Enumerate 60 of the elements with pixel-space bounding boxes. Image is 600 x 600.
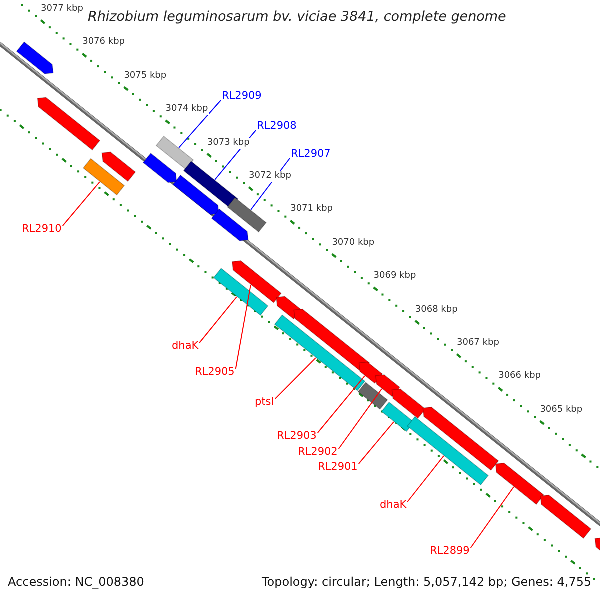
gene-feature [540, 494, 592, 539]
diagram-title: Rhizobium leguminosarum bv. viciae 3841, complete genome [88, 11, 506, 24]
gene-feature [156, 136, 194, 170]
tick-label: 3076 kbp [82, 37, 126, 48]
gene-label: RL2907 [291, 149, 331, 160]
gene-feature [422, 406, 500, 471]
leader-line [317, 376, 366, 434]
tick-label: 3070 kbp [331, 238, 376, 249]
leader-line [199, 296, 238, 344]
leader-line [274, 358, 316, 400]
gene-label: dhaK [380, 500, 407, 510]
gene-label: RL2908 [257, 121, 297, 132]
tick-label: 3071 kbp [290, 204, 334, 216]
gene-feature [213, 268, 269, 316]
gene-feature [183, 161, 239, 209]
gene-feature [227, 197, 267, 233]
gene-feature [211, 208, 249, 242]
tick-label: 3066 kbp [498, 371, 542, 382]
gene-label: RL2903 [277, 431, 317, 442]
gene-feature [232, 260, 282, 304]
genome-stats-text: Topology: circular; Length: 5,057,142 bp; Genes: 4,755 [262, 576, 592, 588]
tick-label: 3068 kbp [414, 304, 459, 316]
gene-label: RL2909 [222, 91, 262, 102]
tick-label: 3069 kbp [372, 271, 418, 282]
tick-label: 3077 kbp [40, 4, 84, 15]
leader-line [235, 284, 252, 370]
tick-label: 3065 kbp [539, 404, 584, 416]
gene-feature [407, 416, 489, 486]
gene-feature [294, 308, 370, 373]
gene-feature [358, 362, 384, 384]
tick-label: 3067 kbp [456, 338, 500, 349]
tick-label: 3074 kbp [164, 104, 210, 116]
gene-feature [274, 314, 366, 392]
leader-line [338, 388, 382, 450]
gene-feature [82, 158, 126, 196]
gene-feature [495, 462, 545, 506]
leader-line [358, 422, 394, 464]
gene-feature [358, 382, 388, 410]
gene-label: dhaK [172, 341, 199, 352]
gene-label: ptsI [255, 397, 274, 408]
leader-line [470, 486, 514, 548]
tick-label: 3072 kbp [248, 171, 292, 182]
gene-feature [392, 388, 426, 420]
gene-label: RL2910 [22, 224, 62, 234]
leader-line [178, 100, 222, 148]
tick-label: 3073 kbp [206, 138, 251, 149]
gene-feature [172, 174, 220, 216]
gene-feature [375, 374, 400, 398]
gene-label: RL2905 [195, 367, 235, 378]
gene-label: RL2902 [298, 447, 338, 458]
gene-feature [381, 402, 415, 432]
gene-label: RL2899 [430, 546, 470, 556]
gene-feature [142, 152, 178, 184]
tick-label: 3075 kbp [123, 70, 168, 82]
gene-feature [16, 42, 54, 74]
gene-label: RL2901 [318, 462, 358, 472]
leader-line [407, 456, 444, 502]
gene-feature [37, 97, 101, 151]
accession-text: Accession: NC_008380 [8, 576, 144, 588]
gene-feature [102, 152, 136, 182]
